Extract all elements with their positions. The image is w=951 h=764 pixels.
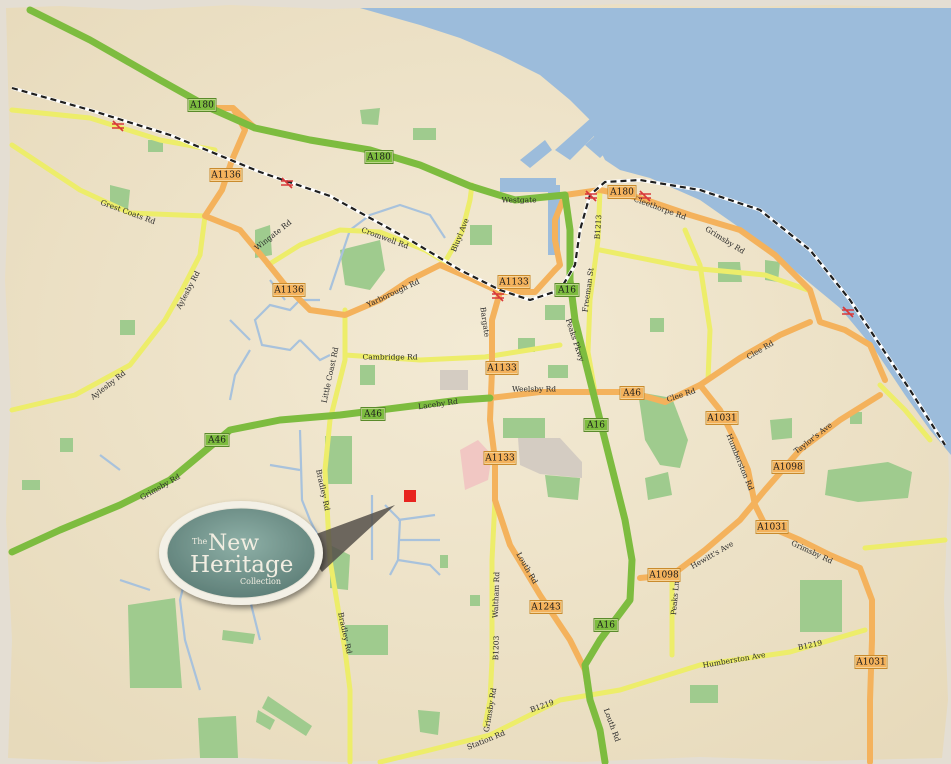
svg-text:A1098: A1098	[772, 463, 803, 473]
svg-text:A1031: A1031	[855, 658, 885, 668]
road-shields: A180 A180 A1136 A1136 A1133 A1133 A1133 …	[187, 98, 888, 669]
rail-station-icon	[281, 177, 293, 189]
road-label: Bargate	[478, 306, 491, 338]
road-shield-a16: A16	[554, 283, 580, 297]
road-shield-a1031: A1031	[705, 411, 739, 425]
railway	[11, 86, 947, 446]
svg-text:The: The	[192, 537, 207, 546]
svg-text:A1031: A1031	[706, 414, 736, 424]
svg-text:A16: A16	[557, 286, 576, 296]
svg-text:A46: A46	[622, 389, 641, 399]
road-shield-a46: A46	[360, 407, 386, 421]
svg-text:A1098: A1098	[648, 571, 679, 581]
road-shield-a1098: A1098	[771, 460, 805, 474]
svg-text:A1133: A1133	[498, 278, 529, 288]
svg-text:A1133: A1133	[486, 364, 517, 374]
rail-station-icon	[492, 290, 504, 302]
svg-text:Heritage: Heritage	[190, 552, 293, 578]
road-label: Peaks Ln	[669, 580, 681, 615]
rail-station-icon	[639, 190, 651, 202]
road-shield-a16: A16	[583, 418, 609, 432]
road-label: Westgate	[501, 196, 537, 205]
svg-text:A1243: A1243	[530, 603, 561, 613]
svg-text:A46: A46	[363, 410, 382, 420]
road-shield-a46: A46	[619, 386, 645, 400]
road-shield-a180: A180	[364, 150, 394, 164]
primary-roads	[8, 6, 636, 764]
road-shield-a180: A180	[607, 185, 637, 199]
road-shield-a1136: A1136	[209, 168, 243, 182]
road-shield-a1133: A1133	[497, 275, 531, 289]
logo-text: The New Heritage Collection	[190, 531, 293, 586]
rail-station-icon	[842, 306, 854, 318]
svg-text:A180: A180	[189, 101, 214, 111]
rail-station-icon	[585, 190, 597, 202]
road-label: Waltham Rd	[491, 572, 502, 619]
road-label: Weelsby Rd	[512, 385, 556, 394]
svg-text:A1031: A1031	[756, 523, 786, 533]
road-shield-a180: A180	[187, 98, 217, 112]
svg-text:A180: A180	[366, 153, 391, 163]
sea	[360, 8, 951, 455]
road-shield-a1133: A1133	[485, 361, 519, 375]
svg-text:New: New	[208, 531, 259, 556]
docks	[500, 108, 640, 255]
logo	[159, 501, 323, 605]
svg-text:A16: A16	[596, 621, 615, 631]
svg-text:A46: A46	[207, 436, 226, 446]
road-shield-a1133: A1133	[483, 451, 517, 465]
green-spaces	[22, 108, 912, 758]
road-shield-a16: A16	[593, 618, 619, 632]
road-label: B1213	[593, 214, 604, 239]
svg-text:A1136: A1136	[273, 286, 304, 296]
svg-text:A180: A180	[609, 188, 634, 198]
road-shield-a1136: A1136	[272, 283, 306, 297]
location-marker[interactable]	[404, 490, 416, 502]
road-shield-a1031: A1031	[854, 655, 888, 669]
urban-areas	[440, 370, 582, 490]
svg-text:A1133: A1133	[484, 454, 515, 464]
svg-text:A16: A16	[586, 421, 605, 431]
svg-text:A1136: A1136	[210, 171, 241, 181]
road-label: B1203	[491, 635, 501, 660]
rail-station-icon	[112, 120, 124, 132]
road-label: Cambridge Rd	[363, 353, 418, 362]
road-shield-a1098: A1098	[647, 568, 681, 582]
road-shield-a46: A46	[204, 433, 230, 447]
road-shield-a1243: A1243	[529, 600, 563, 614]
road-shield-a1031: A1031	[755, 520, 789, 534]
callout-pointer	[300, 505, 395, 572]
svg-text:Collection: Collection	[240, 577, 281, 586]
railway-station-icons	[112, 120, 854, 318]
